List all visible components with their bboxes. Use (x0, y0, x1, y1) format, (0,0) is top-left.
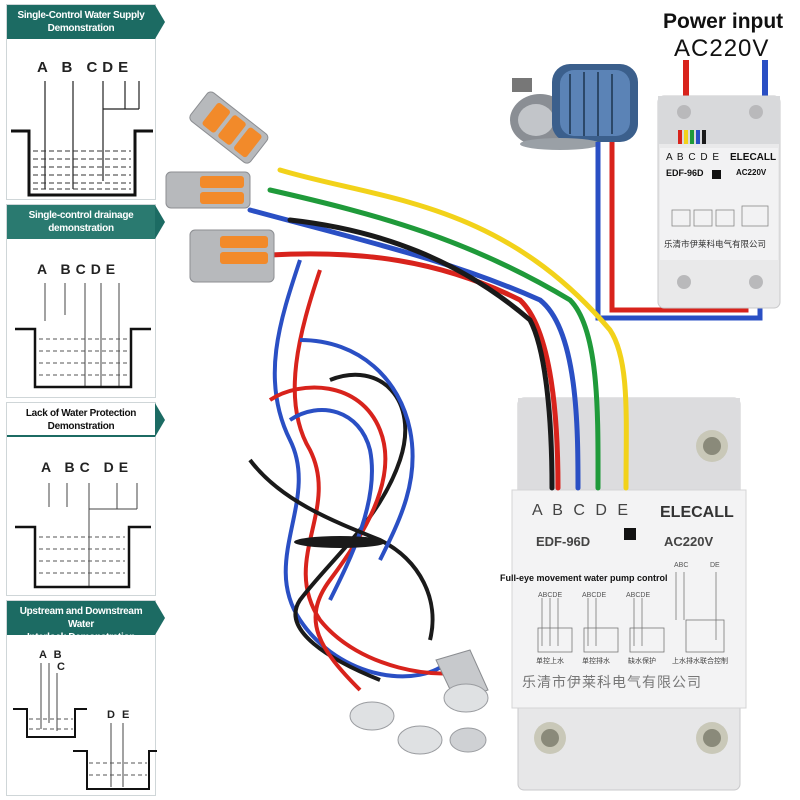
large-device-brand: ELECALL (660, 504, 734, 521)
wire-black (287, 217, 555, 491)
mini-label-de: DE (710, 562, 720, 569)
demo-electrode-letters: A BCDE (37, 261, 121, 277)
large-device-terminals: A B C D E (532, 502, 632, 519)
demo-title-line2: Demonstration (47, 23, 115, 34)
wire-red (267, 251, 561, 491)
wire-connectors (165, 91, 275, 283)
cable-tie (294, 536, 386, 548)
mode-label-4: 上水排水联合控制 (672, 658, 728, 665)
demo-letters-de: D E (107, 709, 132, 721)
demo-title: Single-control drainage demonstration (7, 205, 165, 239)
demo-title: Single-Control Water Supply Demonstratio… (7, 5, 165, 39)
small-device-brand: ELECALL (730, 152, 777, 163)
demo-title: Lack of Water Protection Demonstration (7, 403, 165, 437)
power-input-wires (683, 60, 768, 98)
water-pump-image (510, 64, 638, 150)
wire-blue (247, 207, 581, 491)
wire-yellow (277, 167, 629, 491)
mini-label-abcde-3: ABCDE (626, 592, 651, 599)
tank-diagram (11, 81, 153, 197)
large-device-voltage: AC220V (664, 534, 714, 549)
mini-label-abcde-1: ABCDE (538, 592, 563, 599)
wire-green (267, 187, 601, 491)
demo-title-line1: Single-control drainage (28, 210, 134, 221)
tank-diagram (13, 663, 157, 790)
demo-title-line2: Interlock Demonstration (26, 632, 136, 643)
tank-diagram (15, 483, 151, 589)
small-device-terminals: A B C D E (666, 152, 721, 163)
electrode-probes (349, 649, 489, 755)
demo-title-line2: demonstration (48, 223, 114, 234)
demo-card-water-supply: Single-Control Water Supply Demonstratio… (6, 4, 165, 200)
power-input-voltage: AC220V (674, 35, 770, 62)
demo-card-water-protection: Lack of Water Protection Demonstration A… (6, 402, 165, 596)
tank-diagram (15, 283, 151, 389)
demo-title-line1: Upstream and Downstream Water (19, 606, 143, 630)
mode-label-1: 单控上水 (536, 658, 564, 665)
large-device-model: EDF-96D (536, 534, 591, 549)
large-device-company: 乐清市伊莱科电气有限公司 (522, 674, 702, 690)
demo-electrode-letters: A B CDE (37, 59, 134, 76)
small-device-model: EDF-96D (666, 168, 704, 178)
demo-title-line2: Demonstration (47, 421, 115, 432)
demo-electrode-letters: A BC DE (41, 459, 134, 475)
demo-letter-c: C (57, 661, 70, 673)
small-device-company: 乐清市伊莱科电气有限公司 (664, 239, 767, 249)
demo-column: Single-Control Water Supply Demonstratio… (0, 0, 165, 800)
mini-label-abcde-2: ABCDE (582, 592, 607, 599)
demo-title-line1: Single-Control Water Supply (17, 10, 145, 21)
small-device-voltage: AC220V (736, 168, 767, 177)
demo-card-interlock: Upstream and Downstream Water Interlock … (6, 600, 165, 796)
wire-bundle (248, 259, 471, 692)
demo-title: Upstream and Downstream Water Interlock … (7, 601, 165, 643)
mode-label-3: 缺水保护 (628, 658, 656, 665)
large-device-caption: Full-eye movement water pump control (500, 573, 668, 583)
small-controller-device (657, 95, 781, 309)
sensor-wires (247, 167, 629, 491)
demo-card-drainage: Single-control drainage demonstration A … (6, 204, 165, 398)
mode-label-2: 单控排水 (582, 658, 610, 665)
mini-label-abc: ABC (674, 562, 689, 569)
demo-title-line1: Lack of Water Protection (25, 408, 137, 419)
power-input-title: Power input (663, 10, 784, 33)
demo-letters-ab: A B (39, 649, 64, 661)
